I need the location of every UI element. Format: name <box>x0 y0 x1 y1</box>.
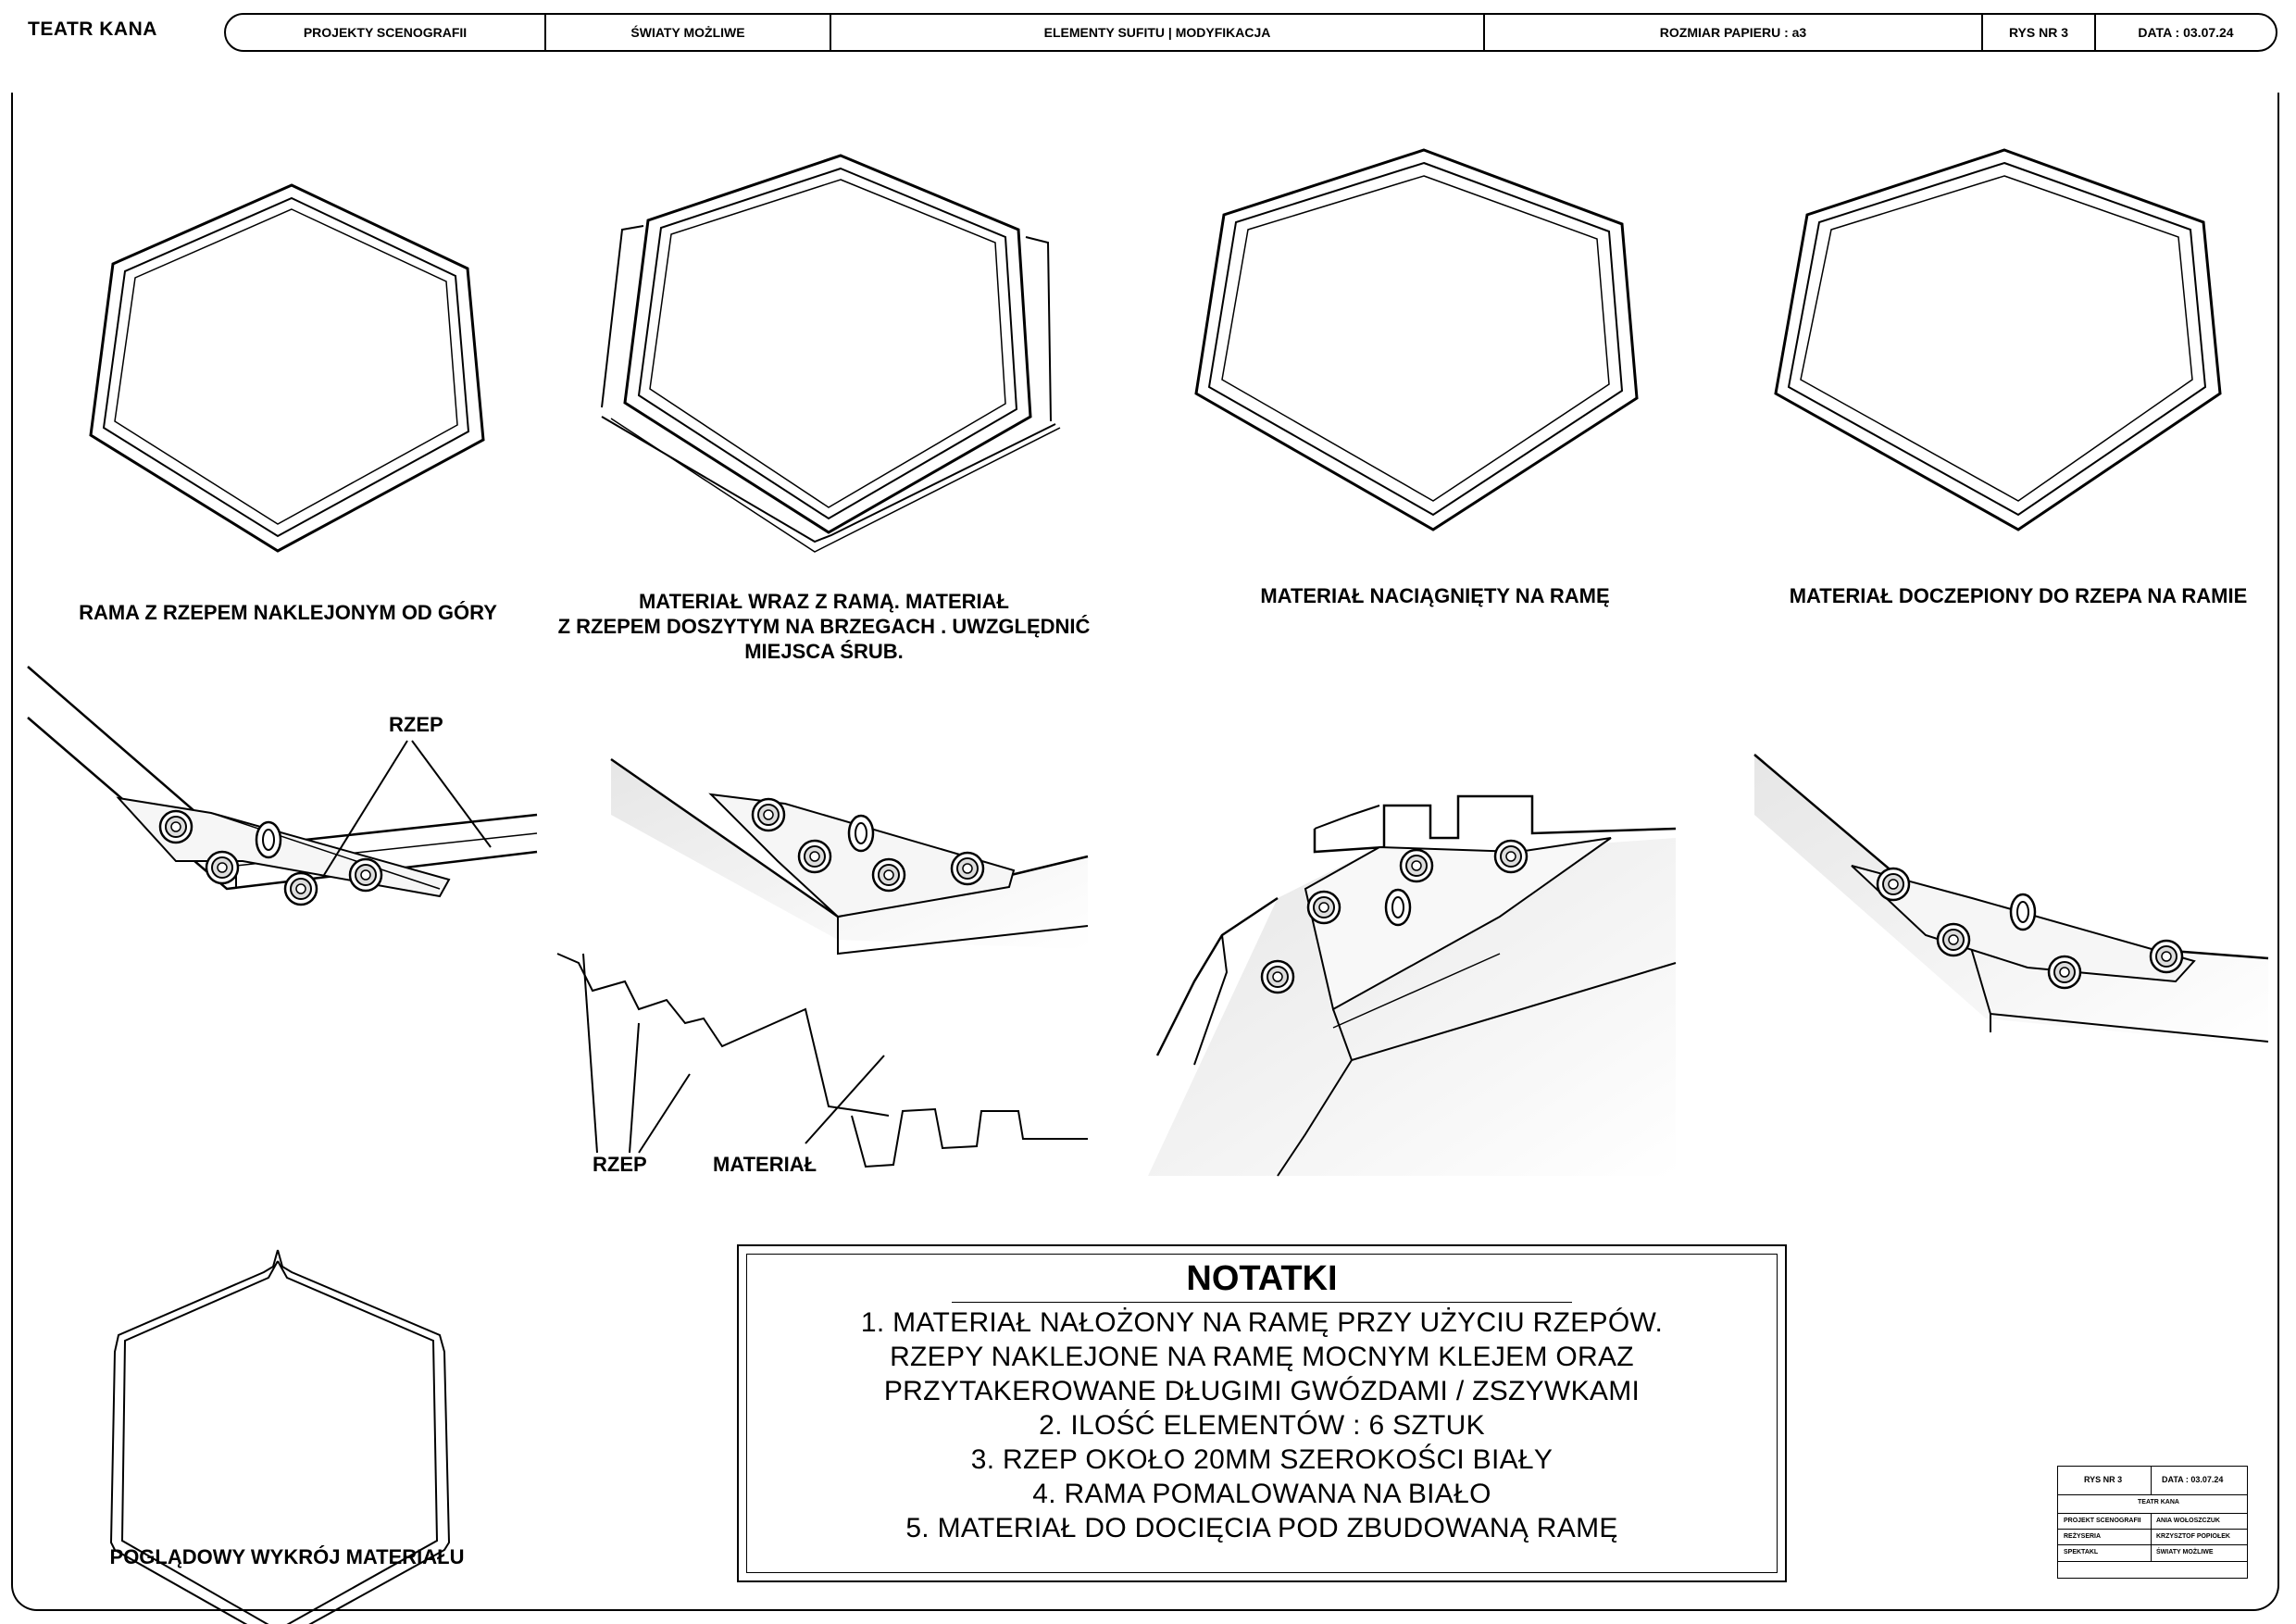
drawing-frame <box>11 93 2279 1611</box>
caption-material-with-frame: MATERIAŁ WRAZ Z RAMĄ. MATERIAŁ Z RZEPEM … <box>528 589 1120 664</box>
label-rzep-bottom: RZEP <box>593 1153 647 1176</box>
caption-line: Z RZEPEM DOSZYTYM NA BRZEGACH . UWZGLĘDN… <box>557 615 1091 638</box>
stamp-drawing-number: RYS NR 3 <box>2084 1475 2123 1484</box>
title-cell-production: ŚWIATY MOŻLIWE <box>546 15 831 50</box>
notes-divider <box>952 1302 1572 1303</box>
stamp-divider <box>2058 1513 2247 1514</box>
notes-list: 1. MATERIAŁ NAŁOŻONY NA RAMĘ PRZY UŻYCIU… <box>739 1305 1785 1545</box>
title-cell-subject: ELEMENTY SUFITU | MODYFIKACJA <box>831 15 1485 50</box>
hexagon-frame-3 <box>1194 148 1639 531</box>
notes-box: NOTATKI 1. MATERIAŁ NAŁOŻONY NA RAMĘ PRZ… <box>737 1244 1787 1582</box>
caption-line: MATERIAŁ WRAZ Z RAMĄ. MATERIAŁ <box>638 590 1009 613</box>
brand-title: TEATR KANA <box>28 19 157 40</box>
notes-line: 1. MATERIAŁ NAŁOŻONY NA RAMĘ PRZY UŻYCIU… <box>860 1307 1664 1338</box>
stamp-divider <box>2058 1544 2247 1545</box>
stamp-value: ANIA WOŁOSZCZUK <box>2156 1518 2220 1524</box>
hexagon-frame-4 <box>1774 148 2222 531</box>
title-stamp: RYS NR 3 DATA : 03.07.24 TEATR KANA PROJ… <box>2057 1466 2248 1579</box>
title-cell-paper-size: ROZMIAR PAPIERU : a3 <box>1485 15 1983 50</box>
notes-line: 5. MATERIAŁ DO DOCIĘCIA POD ZBUDOWANĄ RA… <box>905 1513 1618 1543</box>
material-cut-pattern <box>109 1249 451 1624</box>
notes-line: PRZYTAKEROWANE DŁUGIMI GWÓZDAMI / ZSZYWK… <box>883 1376 1641 1406</box>
notes-title: NOTATKI <box>1186 1259 1338 1298</box>
detail-rzep-corner-1 <box>27 666 538 906</box>
stamp-date: DATA : 03.07.24 <box>2162 1475 2224 1484</box>
stamp-divider <box>2058 1494 2247 1495</box>
label-material: MATERIAŁ <box>713 1153 817 1176</box>
caption-frame-with-rzep: RAMA Z RZEPEM NAKLEJONYM OD GÓRY <box>79 601 497 624</box>
notes-line: RZEPY NAKLEJONE NA RAMĘ MOCNYM KLEJEM OR… <box>890 1342 1634 1372</box>
stamp-key: SPEKTAKL <box>2064 1549 2099 1555</box>
stamp-divider <box>2058 1529 2247 1530</box>
stamp-value: ŚWIATY MOŻLIWE <box>2156 1549 2214 1555</box>
notes-inner-border <box>746 1254 1778 1573</box>
title-cell-date: DATA : 03.07.24 <box>2138 25 2234 40</box>
stamp-value: KRZYSZTOF POPIOŁEK <box>2156 1533 2230 1540</box>
stamp-divider <box>2151 1467 2152 1494</box>
notes-line: 4. RAMA POMALOWANA NA BIAŁO <box>1032 1479 1491 1509</box>
hexagon-frame-1 <box>89 183 485 553</box>
label-rzep-top: RZEP <box>389 713 443 736</box>
detail-stretched-corner-3 <box>1148 794 1677 1177</box>
caption-material-cut: POGLĄDOWY WYKRÓJ MATERIAŁU <box>109 1545 465 1568</box>
stamp-divider <box>2151 1513 2152 1561</box>
stamp-divider <box>2058 1561 2247 1562</box>
detail-material-corner-2 <box>556 757 1089 1168</box>
notes-line: 2. ILOŚĆ ELEMENTÓW : 6 SZTUK <box>1039 1410 1485 1441</box>
stamp-key: PROJEKT SCENOGRAFII <box>2064 1518 2141 1524</box>
title-block-bar: PROJEKTY SCENOGRAFII ŚWIATY MOŻLIWE ELEM… <box>224 13 2277 52</box>
caption-line: MIEJSCA ŚRUB. <box>744 640 904 663</box>
caption-attached-material: MATERIAŁ DOCZEPIONY DO RZEPA NA RAMIE <box>1789 584 2248 607</box>
notes-line: 3. RZEP OKOŁO 20MM SZEROKOŚCI BIAŁY <box>970 1444 1554 1475</box>
title-cell-project: PROJEKTY SCENOGRAFII <box>226 15 546 50</box>
hexagon-frame-2 <box>601 154 1061 553</box>
caption-stretched-material: MATERIAŁ NACIĄGNIĘTY NA RAMĘ <box>1260 584 1610 607</box>
stamp-key: REŻYSERIA <box>2064 1533 2102 1540</box>
detail-attached-corner-4 <box>1753 754 2269 1046</box>
stamp-theatre: TEATR KANA <box>2138 1499 2179 1505</box>
title-cell-drawing-number: RYS NR 3 <box>1983 15 2096 50</box>
